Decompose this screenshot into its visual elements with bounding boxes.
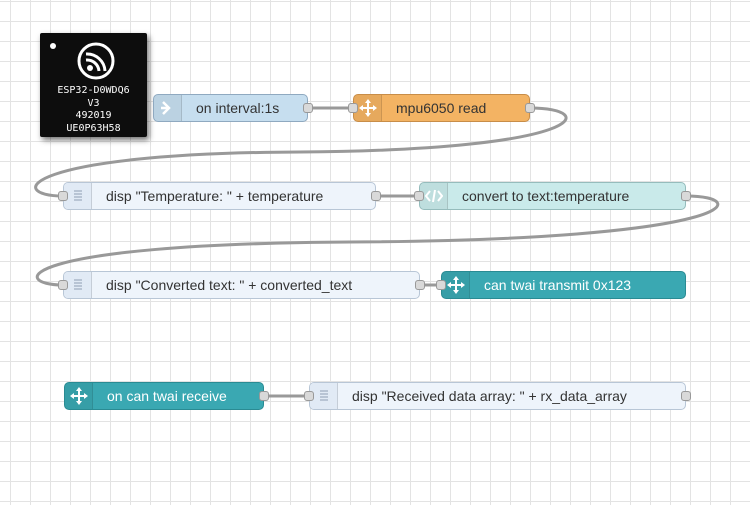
node-label: disp "Received data array: " + rx_data_a… [352,388,627,404]
code-brackets-icon [420,183,448,209]
node-mpu6050-read[interactable]: mpu6050 read [353,94,530,122]
node-disp-converted-text[interactable]: disp "Converted text: " + converted_text [63,271,420,299]
node-label: can twai transmit 0x123 [484,277,632,293]
move-arrows-icon [442,272,470,298]
disp-conv-input-port[interactable] [58,280,68,290]
mpu-input-port[interactable] [348,103,358,113]
disp-temp-input-port[interactable] [58,191,68,201]
chip-version-text: V3 [87,97,100,109]
disp-rx-input-port[interactable] [304,391,314,401]
node-on-can-twai-receive[interactable]: on can twai receive [64,382,264,410]
node-label: on can twai receive [107,388,227,404]
node-on-interval[interactable]: on interval:1s [153,94,308,122]
list-lines-icon [64,183,92,209]
convert-input-port[interactable] [414,191,424,201]
can-tx-input-port[interactable] [436,280,446,290]
esp32-chip-image: ESP32-D0WDQ6 V3 492019 UE0P63H58 [40,33,147,137]
can-rx-output-port[interactable] [259,391,269,401]
list-lines-icon [64,272,92,298]
disp-conv-output-port[interactable] [415,280,425,290]
node-label: disp "Converted text: " + converted_text [106,277,353,293]
list-lines-icon [310,383,338,409]
arrow-inject-icon [154,95,182,121]
convert-output-port[interactable] [681,191,691,201]
node-disp-received-data[interactable]: disp "Received data array: " + rx_data_a… [309,382,686,410]
node-label: convert to text:temperature [462,188,630,204]
disp-temp-output-port[interactable] [371,191,381,201]
chip-lot-code-text: UE0P63H58 [66,122,121,134]
move-arrows-icon [65,383,93,409]
chip-model-text: ESP32-D0WDQ6 [57,85,130,96]
node-label: mpu6050 read [396,100,487,116]
move-arrows-icon [354,95,382,121]
node-label: disp "Temperature: " + temperature [106,188,324,204]
disp-rx-output-port[interactable] [681,391,691,401]
node-label: on interval:1s [196,100,280,116]
chip-pin1-dot [50,43,56,49]
node-disp-temperature[interactable]: disp "Temperature: " + temperature [63,182,376,210]
espressif-logo-icon [77,42,115,80]
node-can-twai-transmit[interactable]: can twai transmit 0x123 [441,271,686,299]
mpu-output-port[interactable] [525,103,535,113]
node-convert-to-text[interactable]: convert to text:temperature [419,182,686,210]
interval-output-port[interactable] [303,103,313,113]
chip-date-code-text: 492019 [75,110,112,121]
